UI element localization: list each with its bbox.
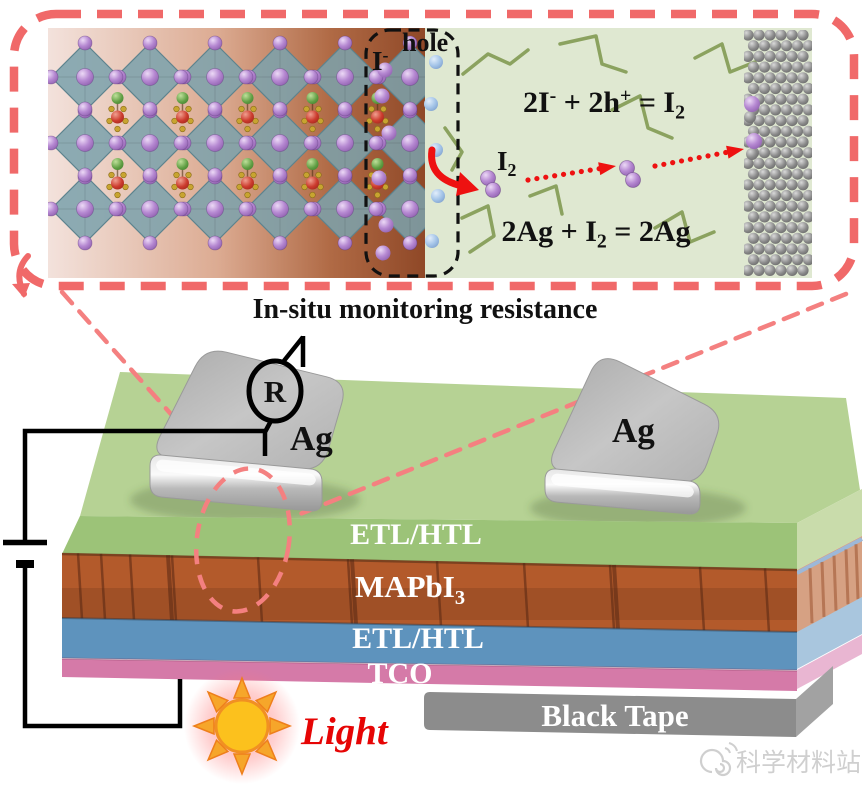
iodide-ion-column: [371, 62, 397, 261]
hole-column: [424, 55, 445, 248]
ag-electrode-2: [544, 358, 720, 515]
hole-label: hole: [402, 28, 448, 57]
meter-label: R: [264, 374, 287, 409]
caption-text: In-situ monitoring resistance: [253, 294, 598, 325]
silver-electrode-wall: [744, 30, 812, 276]
mapbi3-shading: [62, 588, 797, 620]
ag-label-1: Ag: [290, 419, 333, 458]
sun-core: [214, 698, 270, 754]
watermark: 科学材料站: [699, 742, 861, 777]
iodide-label: I-: [372, 45, 389, 76]
deposited-iodine-on-silver: [744, 96, 762, 160]
etl-bottom-side-face: [797, 597, 862, 669]
curved-red-arrow: [428, 146, 466, 190]
organic-molecules: [106, 92, 389, 199]
dotted-arrow-2: [652, 145, 744, 169]
sun-rays: [191, 675, 293, 777]
layer-label-etl-bottom: ETL/HTL: [352, 622, 484, 655]
reaction-equation-1: 2I- + 2h+ = I2: [523, 85, 685, 124]
etl-side-sliver: [796, 537, 863, 575]
battery-symbol: [3, 539, 47, 568]
i2-label: I2: [497, 146, 517, 180]
perovskite-lattice: [48, 35, 425, 251]
layer-label-mapbi3: MAPbI3: [355, 569, 465, 609]
polymer-squiggles: [443, 34, 757, 254]
wire-bottom: [22, 567, 183, 729]
layer-etl-bottom-front: [62, 618, 797, 670]
ag-electrode-1: [149, 350, 344, 512]
watermark-spiral-icon: [699, 748, 732, 777]
inset-panel: I- hole 2I- + 2h+ = I2 2Ag + I2 = 2Ag I2: [9, 9, 859, 298]
callout-line-right: [297, 291, 849, 517]
dotted-arrow-1: [525, 162, 616, 183]
layer-label-tco: TCO: [367, 657, 432, 690]
reaction-equation-2: 2Ag + I2 = 2Ag: [501, 215, 690, 253]
black-tape-front: [424, 692, 796, 737]
tco-side-face: [797, 635, 862, 689]
light-label: Light: [300, 710, 389, 753]
curved-red-arrowhead: [456, 172, 479, 196]
inset-dashed-border: [9, 9, 859, 291]
black-tape-side: [796, 666, 833, 737]
meter-probe-line: [281, 335, 306, 367]
blue-pink-boundary: [61, 657, 798, 672]
sun-icon: [184, 668, 300, 784]
mapbi3-grain-boundaries: [76, 553, 771, 633]
etl-top-side-face: [797, 489, 862, 570]
i2-molecules: [480, 160, 641, 198]
black-tape-label: Black Tape: [541, 698, 688, 733]
layer-label-etl-top: ETL/HTL: [350, 518, 482, 551]
orange-blue-boundary: [61, 617, 798, 633]
resistance-meter: [246, 358, 304, 424]
highlight-ellipse: [193, 466, 293, 614]
measurement-circuit: [3, 335, 306, 729]
electrode2-highlight: [551, 473, 694, 498]
green-orange-boundary: [61, 552, 798, 572]
watermark-text: 科学材料站: [736, 749, 861, 777]
wire-top: [22, 428, 265, 540]
mapbi3-side-grain-lines: [808, 544, 860, 624]
watermark-signal-icon: [724, 742, 738, 754]
interface-dashed-box: [364, 28, 460, 278]
layer-etl-top-front: [62, 516, 797, 570]
meter-to-electrode-wire: [262, 417, 274, 456]
layer-tco-front: [62, 659, 797, 691]
inset-callout-hook-head: [12, 283, 30, 298]
ag-label-2: Ag: [612, 411, 655, 450]
black-tape: Black Tape: [424, 666, 833, 737]
